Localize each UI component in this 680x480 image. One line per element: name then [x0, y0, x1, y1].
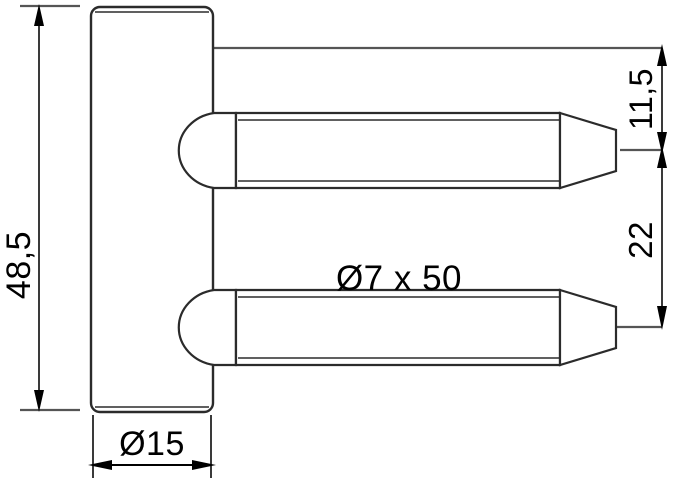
dimension-plate-diameter: Ø15 [88, 415, 216, 478]
arrow-down-11-5 [657, 132, 667, 154]
dimension-label-22: 22 [622, 221, 659, 259]
arrow-up-11-5 [657, 44, 667, 66]
arrow-up-22 [657, 146, 667, 168]
dimension-plate-height: 48,5 [0, 4, 44, 412]
dimension-label-15: Ø15 [119, 425, 185, 463]
arrow-down-22 [657, 306, 667, 330]
lower-pin-shaft [234, 288, 562, 367]
centerlines [20, 4, 662, 412]
arrow-right-15 [192, 460, 216, 470]
upper-pin-shaft [234, 111, 562, 190]
upper-pin [177, 111, 618, 190]
upper-pin-head [177, 111, 238, 190]
lower-pin-head [177, 288, 238, 367]
upper-pin-tip [558, 111, 618, 190]
arrow-up-48-5 [34, 4, 44, 26]
dimension-label-11-5: 11,5 [623, 68, 659, 130]
dimension-pin-top-offset: 11,5 [623, 44, 667, 154]
annotation-pin-spec: Ø7 x 50 [336, 259, 462, 298]
annotation-label-pin-spec: Ø7 x 50 [336, 259, 462, 298]
arrow-down-48-5 [34, 390, 44, 412]
lower-pin-tip [558, 288, 618, 367]
lower-pin [177, 288, 618, 367]
dimension-pin-spacing: 22 [622, 146, 667, 330]
dimension-label-48-5: 48,5 [0, 231, 38, 299]
arrow-left-15 [88, 460, 112, 470]
